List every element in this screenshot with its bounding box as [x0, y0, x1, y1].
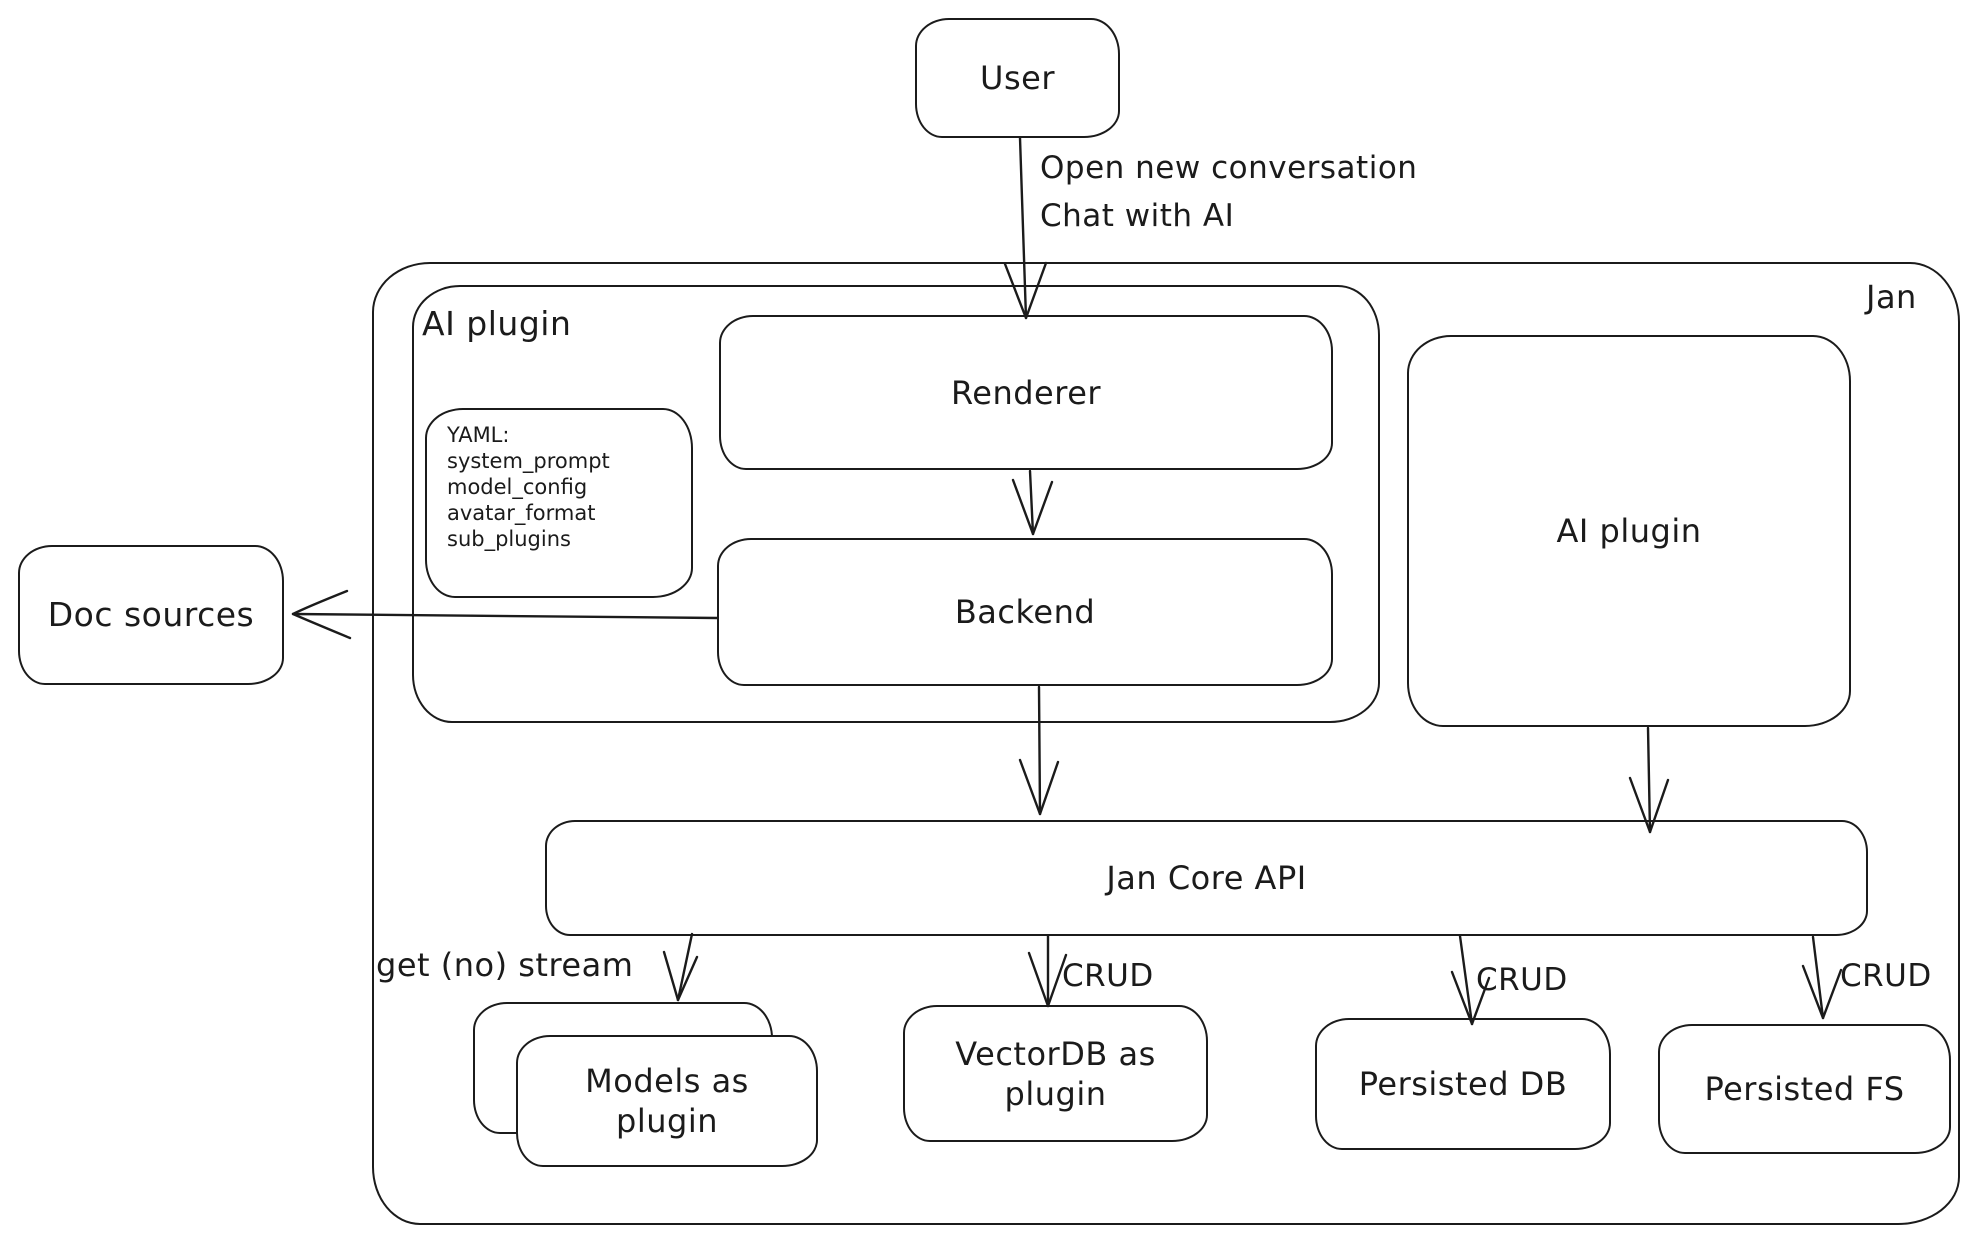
node-backend: Backend — [717, 538, 1333, 686]
node-vectordb-as-plugin: VectorDB as plugin — [903, 1005, 1208, 1142]
yaml-note-line: YAML: — [447, 423, 510, 447]
node-jan-core-api: Jan Core API — [545, 820, 1868, 936]
edge-label-user-flow-line2: Chat with AI — [1040, 198, 1235, 234]
node-user-label: User — [980, 59, 1055, 97]
edge-label-crud-persisted-db: CRUD — [1476, 962, 1568, 998]
node-persisted-db-label: Persisted DB — [1358, 1065, 1568, 1103]
node-doc-sources-label: Doc sources — [47, 595, 255, 635]
jan-container-label: Jan — [1866, 278, 1917, 316]
yaml-note-line: system_prompt — [447, 449, 610, 473]
edge-label-crud-persisted-fs: CRUD — [1840, 958, 1932, 994]
node-renderer-label: Renderer — [950, 373, 1102, 412]
node-user: User — [915, 18, 1120, 138]
yaml-note-line: sub_plugins — [447, 527, 571, 551]
node-vectordb-as-plugin-label: VectorDB as plugin — [955, 1034, 1156, 1113]
node-ai-plugin-right-label: AI plugin — [1556, 512, 1702, 550]
node-models-as-plugin: Models as plugin — [516, 1035, 818, 1167]
node-persisted-fs-label: Persisted FS — [1704, 1070, 1905, 1108]
edge-label-user-flow-line1: Open new conversation — [1040, 150, 1418, 186]
node-ai-plugin-right: AI plugin — [1407, 335, 1851, 727]
node-jan-core-api-label: Jan Core API — [1106, 859, 1307, 897]
yaml-note-line: model_config — [447, 475, 588, 499]
edge-label-get-no-stream: get (no) stream — [376, 946, 634, 984]
node-backend-label: Backend — [954, 593, 1096, 631]
node-persisted-db: Persisted DB — [1315, 1018, 1611, 1150]
node-doc-sources: Doc sources — [18, 545, 284, 685]
node-renderer: Renderer — [719, 315, 1333, 470]
ai-plugin-left-label: AI plugin — [422, 304, 572, 343]
yaml-note-line: avatar_format — [447, 501, 596, 525]
node-persisted-fs: Persisted FS — [1658, 1024, 1951, 1154]
edge-label-crud-vectordb: CRUD — [1062, 958, 1154, 994]
yaml-note: YAML: system_prompt model_config avatar_… — [425, 408, 693, 598]
node-models-as-plugin-label: Models as plugin — [585, 1062, 749, 1140]
